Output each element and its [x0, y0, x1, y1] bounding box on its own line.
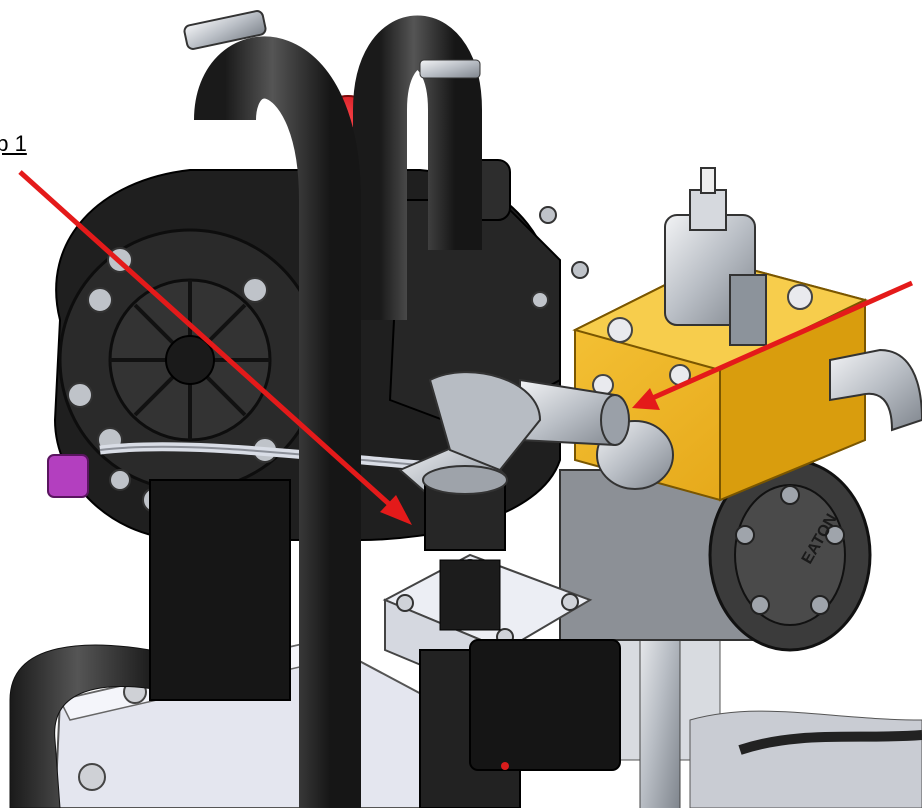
- cable-connector: [47, 454, 89, 498]
- hydraulic-motor: EATON: [559, 458, 872, 652]
- main-suction-hose: [183, 10, 361, 808]
- step1-arrowhead: [380, 495, 412, 525]
- step1-arrow: [18, 170, 400, 514]
- step2-arrowhead: [632, 388, 660, 410]
- filter-valve-assembly: [382, 465, 621, 808]
- return-hose: [353, 15, 482, 320]
- step2-arrow: [646, 280, 914, 403]
- step1-label: ep 1: [0, 131, 27, 156]
- callout-arrows: [18, 170, 914, 525]
- valve-manifold-block: [519, 167, 922, 502]
